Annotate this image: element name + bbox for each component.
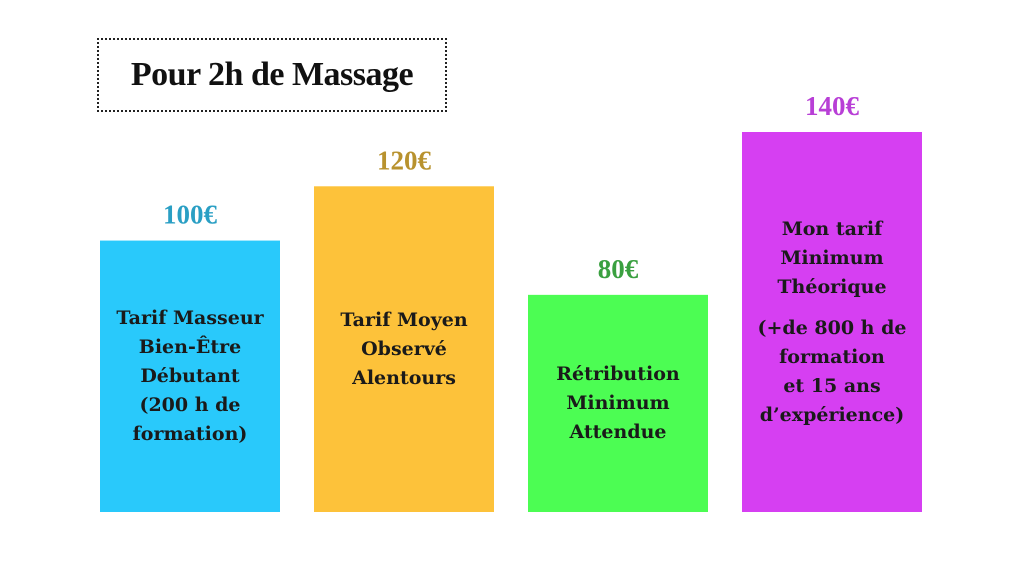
bar-label-line: Observé: [361, 337, 447, 360]
bar-label-line: Minimum: [566, 391, 670, 414]
bar-label-line: Attendue: [569, 420, 667, 443]
bar-label-line: Tarif Masseur: [116, 306, 264, 329]
bar-label-line: formation: [779, 345, 885, 368]
bar-label-line: formation): [132, 422, 248, 445]
chart-title-box: Pour 2h de Massage: [97, 38, 447, 112]
bar-label-line: Théorique: [777, 275, 887, 298]
value-label-3: 80€: [598, 254, 639, 284]
bar-label-line: Bien-Être: [138, 335, 242, 358]
value-label-1: 100€: [163, 200, 218, 230]
bar-label-line: d’expérience): [759, 403, 905, 426]
bar-label-line: (+de 800 h de: [757, 316, 907, 339]
value-label-4: 140€: [805, 91, 860, 121]
bar-label-line: Alentours: [352, 366, 456, 389]
bar-4: [742, 132, 922, 512]
bar-2: [314, 186, 494, 513]
chart-title: Pour 2h de Massage: [130, 56, 414, 93]
bar-label-line: Mon tarif: [781, 217, 883, 240]
value-label-2: 120€: [377, 145, 432, 175]
bar-label-line: Tarif Moyen: [340, 308, 468, 331]
bar-label-line: Rétribution: [556, 362, 680, 385]
bar-label-line: et 15 ans: [783, 374, 881, 397]
bar-label-line: (200 h de: [139, 393, 241, 416]
bar-label-line: Minimum: [780, 246, 884, 269]
bar-3: [528, 294, 708, 512]
bar-label-line: Débutant: [140, 364, 240, 387]
bar-1: [100, 240, 280, 513]
